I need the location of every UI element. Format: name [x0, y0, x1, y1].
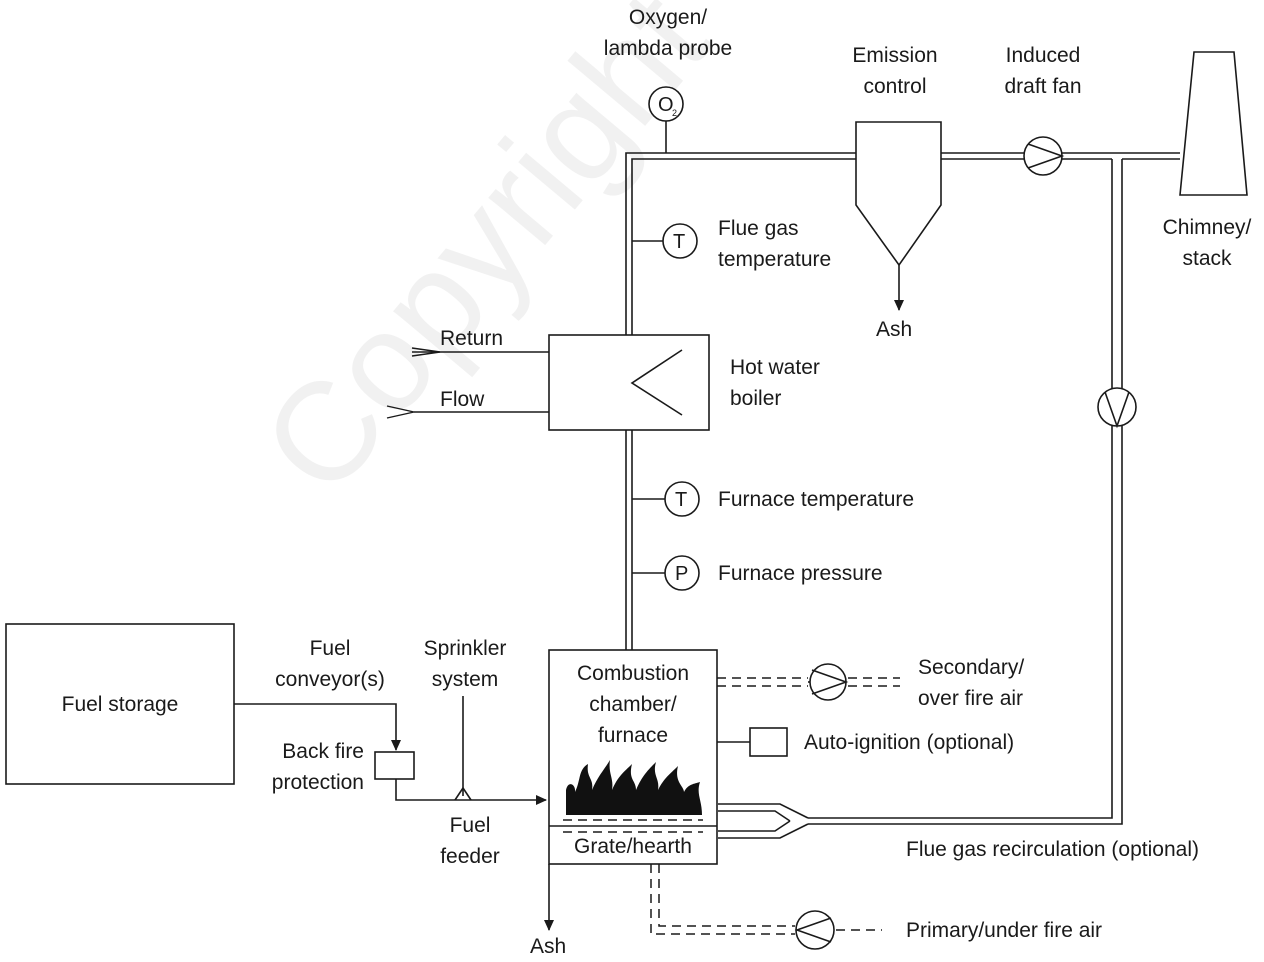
chimney-label: Chimney/ stack	[1150, 212, 1264, 274]
oxygen-probe-icon: O 2	[648, 86, 684, 153]
combustion-chamber-label-line1: Combustion	[576, 662, 690, 685]
flue-gas-temperature-label-line2: temperature	[718, 248, 832, 271]
combustion-chamber-icon	[548, 649, 718, 865]
flue-gas-recirculation-label: Flue gas recirculation (optional)	[906, 838, 1199, 861]
auto-ignition-icon	[717, 727, 788, 757]
hot-water-boiler-label: Hot water boiler	[730, 352, 820, 414]
sprinkler-system-label-line2: system	[431, 668, 499, 691]
back-fire-protection-label-line1: Back fire	[282, 740, 364, 763]
chimney-icon	[1179, 51, 1248, 196]
induced-draft-fan-icon	[1023, 136, 1065, 176]
furnace-pressure-label: Furnace pressure	[718, 562, 883, 585]
sprinkler-icon	[454, 696, 472, 801]
secondary-air-label-line1: Secondary/	[918, 656, 1025, 679]
fuel-conveyor-label-line2: conveyor(s)	[275, 668, 385, 691]
furnace-temperature-sensor-icon: T	[632, 481, 700, 517]
back-fire-protection-label: Back fire protection	[230, 736, 364, 798]
recirculation-fork	[718, 803, 809, 839]
pressure-symbol: P	[675, 563, 688, 585]
emission-control-label: Emission control	[820, 40, 970, 102]
primary-air-label: Primary/under fire air	[906, 919, 1103, 942]
ash-bottom-label: Ash	[530, 935, 567, 958]
grate-hearth-label: Grate/hearth	[574, 835, 692, 858]
secondary-air-line	[717, 663, 900, 701]
fuel-conveyor-label: Fuel conveyor(s)	[255, 633, 405, 695]
return-label: Return	[440, 327, 504, 350]
fuel-feeder-label-line1: Fuel	[449, 814, 491, 837]
sprinkler-system-label: Sprinkler system	[403, 633, 527, 695]
fuel-conveyor-line	[234, 703, 547, 805]
oxygen-probe-label-line1: Oxygen/	[628, 6, 708, 29]
hot-water-boiler-icon	[386, 334, 710, 431]
sprinkler-system-label-line1: Sprinkler	[423, 637, 507, 660]
flue-gas-temperature-label-line1: Flue gas	[718, 217, 799, 240]
combustion-chamber-label: Combustion chamber/ furnace	[549, 658, 717, 751]
chimney-label-line1: Chimney/	[1162, 216, 1252, 239]
auto-ignition-label: Auto-ignition (optional)	[804, 731, 1015, 754]
ash-top-label: Ash	[876, 318, 913, 341]
induced-draft-fan-label-line1: Induced	[1005, 44, 1081, 67]
oxygen-probe-label: Oxygen/ lambda probe	[578, 2, 758, 64]
primary-air-line	[650, 864, 882, 950]
flue-gas-temperature-sensor-icon: T	[632, 223, 698, 259]
back-fire-protection-label-line2: protection	[271, 771, 364, 794]
flow-label: Flow	[440, 388, 485, 411]
secondary-air-label-line2: over fire air	[918, 687, 1024, 710]
flame-icon	[566, 760, 702, 815]
emission-control-label-line1: Emission	[852, 44, 938, 67]
emission-control-cyclone-icon	[855, 121, 942, 311]
fuel-conveyor-label-line1: Fuel	[309, 637, 351, 660]
oxygen-symbol: O	[658, 94, 674, 116]
combustion-chamber-label-line3: furnace	[597, 724, 669, 747]
emission-control-label-line2: control	[863, 75, 927, 98]
hot-water-boiler-label-line1: Hot water	[730, 356, 820, 379]
furnace-pressure-sensor-icon: P	[632, 555, 700, 591]
hot-water-boiler-label-line2: boiler	[730, 387, 782, 410]
furnace-temperature-label: Furnace temperature	[718, 488, 915, 511]
chimney-label-line2: stack	[1182, 247, 1232, 270]
induced-draft-fan-label-line2: draft fan	[1004, 75, 1082, 98]
secondary-air-label: Secondary/ over fire air	[918, 652, 1024, 714]
flue-gas-temperature-label: Flue gas temperature	[718, 213, 831, 275]
combustion-chamber-label-line2: chamber/	[589, 693, 677, 716]
temperature-symbol: T	[673, 231, 685, 253]
induced-draft-fan-label: Induced draft fan	[973, 40, 1113, 102]
recirculation-fan-icon	[1097, 387, 1137, 429]
temperature-symbol-2: T	[675, 489, 687, 511]
oxygen-probe-label-line2: lambda probe	[603, 37, 733, 60]
oxygen-subscript: 2	[672, 108, 677, 118]
fuel-feeder-label-line2: feeder	[440, 845, 500, 868]
fuel-feeder-label: Fuel feeder	[420, 810, 520, 872]
fuel-storage-label: Fuel storage	[61, 693, 179, 716]
